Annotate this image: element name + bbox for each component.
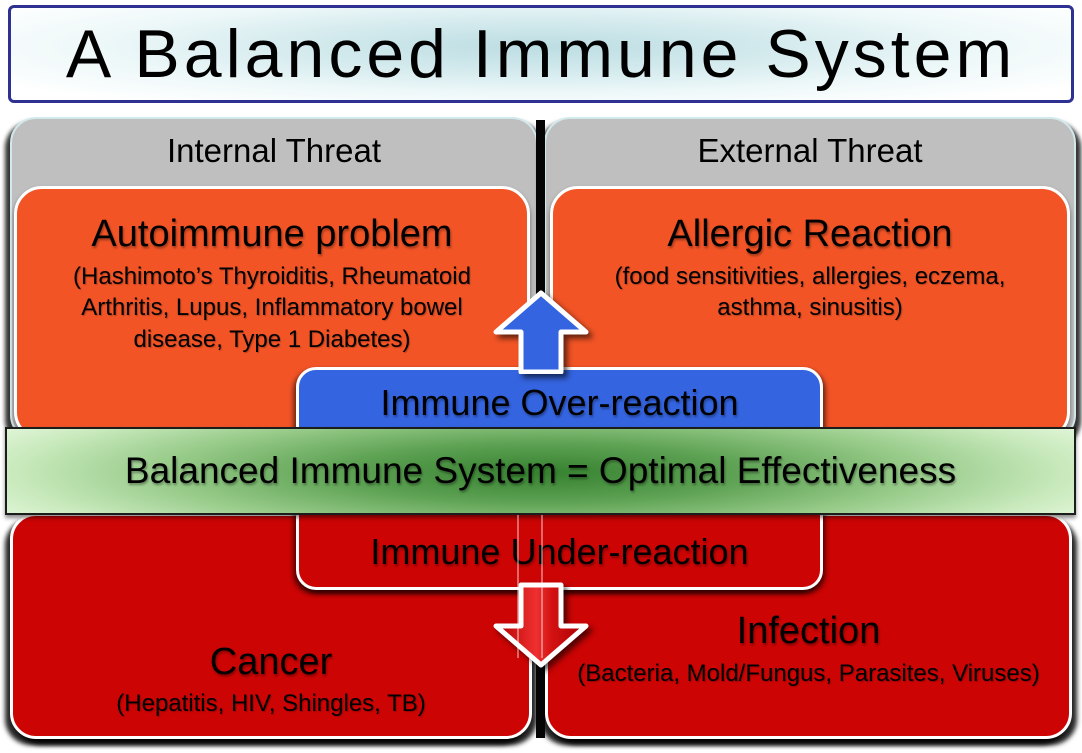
- page-title: A Balanced Immune System: [65, 16, 1017, 92]
- under-reaction-label: Immune Under-reaction: [370, 531, 749, 572]
- cancer-box: Cancer (Hepatitis, HIV, Shingles, TB): [10, 513, 532, 739]
- arrow-up-icon: [493, 290, 589, 374]
- allergic-heading: Allergic Reaction: [667, 213, 953, 255]
- autoimmune-details: (Hashimoto’s Thyroiditis, Rheumatoid Art…: [73, 262, 471, 353]
- over-reaction-label: Immune Over-reaction: [380, 382, 739, 423]
- panel-seam-top: [536, 120, 545, 438]
- cancer-heading: Cancer: [209, 640, 333, 683]
- infection-heading: Infection: [736, 610, 881, 652]
- balance-label: Balanced Immune System = Optimal Effecti…: [124, 450, 957, 491]
- external-threat-label: External Threat: [697, 132, 923, 169]
- cancer-details: (Hepatitis, HIV, Shingles, TB): [116, 690, 426, 718]
- external-threat-header: External Threat: [544, 131, 1076, 171]
- arrow-down-icon: [493, 582, 589, 668]
- autoimmune-heading: Autoimmune problem: [91, 213, 453, 255]
- infection-details: (Bacteria, Mold/Fungus, Parasites, Virus…: [577, 659, 1040, 687]
- title-banner: A Balanced Immune System: [8, 5, 1074, 103]
- allergic-details: (food sensitivities, allergies, eczema, …: [614, 262, 1006, 322]
- internal-threat-header: Internal Threat: [10, 131, 538, 171]
- balance-band: Balanced Immune System = Optimal Effecti…: [5, 427, 1076, 515]
- internal-threat-label: Internal Threat: [166, 132, 382, 169]
